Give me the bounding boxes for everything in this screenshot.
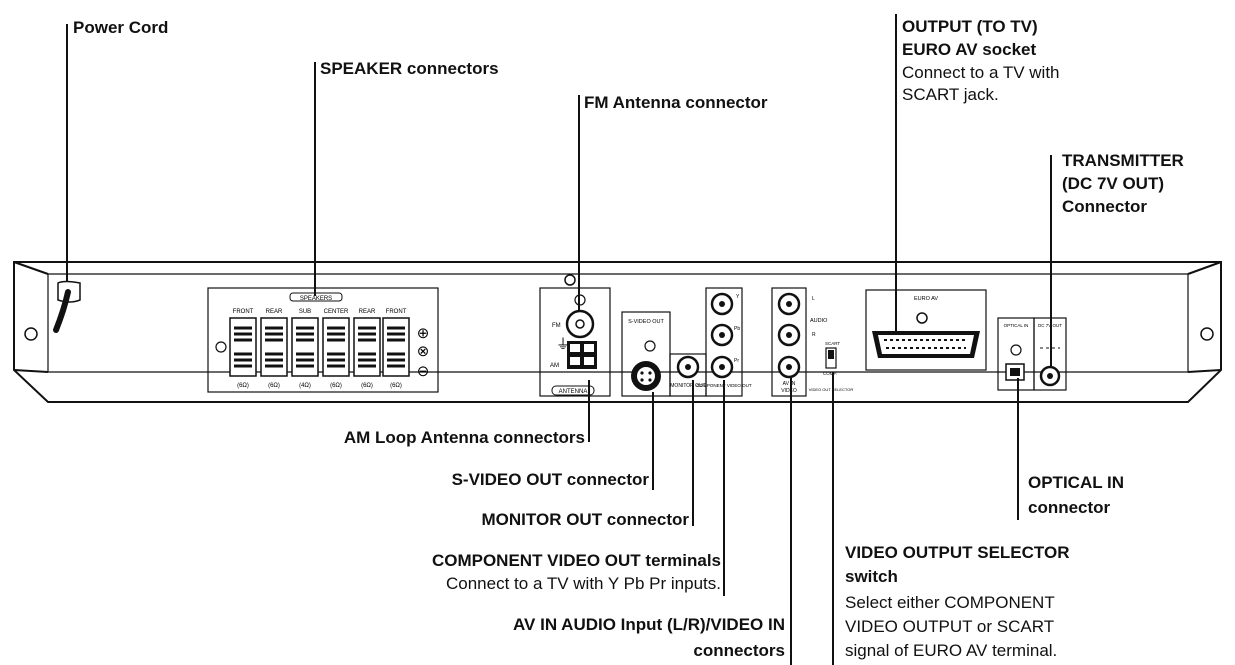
leader-av-in bbox=[790, 378, 792, 665]
label-optical-2: connector bbox=[1028, 498, 1111, 517]
label-output-subtitle: EURO AV socket bbox=[902, 40, 1037, 59]
svg-text:(6Ω): (6Ω) bbox=[361, 383, 373, 389]
label-av-in-1: AV IN AUDIO Input (L/R)/VIDEO IN bbox=[513, 615, 785, 634]
label-transmitter3: Connector bbox=[1062, 197, 1147, 216]
minus-symbol: ⊖ bbox=[417, 363, 430, 380]
speakers-label: SPEAKERS bbox=[300, 296, 332, 302]
ground-symbol: ⏚ bbox=[556, 336, 570, 352]
center-label: CENTER bbox=[324, 309, 349, 315]
svg-text:(6Ω): (6Ω) bbox=[268, 383, 280, 389]
leader-transmitter bbox=[1050, 155, 1052, 367]
plus-symbol: ⊕ bbox=[417, 325, 430, 342]
euro-av-panel-label: EURO AV bbox=[914, 296, 938, 302]
speaker-terminal-block: SPEAKERS FRONT REAR SUB CENTER REAR FRON… bbox=[207, 287, 439, 393]
euro-av-block: EURO AV bbox=[865, 289, 987, 371]
sub-label: SUB bbox=[299, 309, 311, 315]
leader-am bbox=[588, 380, 590, 442]
svg-text:(6Ω): (6Ω) bbox=[390, 383, 402, 389]
label-selector-desc3: signal of EURO AV terminal. bbox=[845, 641, 1058, 660]
optical-panel-label: OPTICAL IN bbox=[1004, 323, 1029, 328]
leader-component bbox=[723, 380, 725, 596]
antenna-label: ANTENNA bbox=[559, 389, 588, 395]
label-power-cord: Power Cord bbox=[73, 18, 169, 37]
label-output-desc2: SCART jack. bbox=[902, 85, 999, 104]
leader-selector bbox=[832, 372, 834, 665]
antenna-block: FM ⏚ AM ANTENNA bbox=[539, 287, 611, 397]
label-selector-desc1: Select either COMPONENT bbox=[845, 593, 1055, 612]
label-output-desc1: Connect to a TV with bbox=[902, 63, 1060, 82]
pb-label: Pb bbox=[734, 326, 740, 332]
rear-l-label: REAR bbox=[359, 309, 376, 315]
label-selector-2: switch bbox=[845, 567, 898, 586]
label-av-in-2: connectors bbox=[693, 641, 785, 660]
svideo-panel-label: S-VIDEO OUT bbox=[628, 319, 664, 325]
screw-symbol: ⊗ bbox=[417, 343, 430, 360]
leader-optical bbox=[1017, 378, 1019, 520]
fm-label: FM bbox=[552, 323, 561, 329]
pr-label: Pr bbox=[734, 358, 739, 364]
monitor-panel-label: MONITOR OUT bbox=[670, 383, 705, 389]
label-transmitter1: TRANSMITTER bbox=[1062, 151, 1184, 170]
svg-text:SCART: SCART bbox=[825, 341, 840, 346]
video-panel-label: VIDEO bbox=[781, 388, 797, 394]
chassis bbox=[13, 261, 1222, 403]
label-selector-desc2: VIDEO OUTPUT or SCART bbox=[845, 617, 1055, 636]
power-cord-graphic bbox=[53, 280, 81, 333]
selector-switch-graphic: SCART COMP. VIDEO OUT SELECTOR bbox=[809, 341, 854, 392]
label-am-loop: AM Loop Antenna connectors bbox=[343, 428, 585, 447]
av-in-block: L AUDIO R AV IN VIDEO bbox=[771, 287, 828, 397]
chassis-screws bbox=[24, 274, 1214, 341]
leader-euro-av bbox=[895, 14, 897, 332]
leader-svideo bbox=[652, 392, 654, 490]
audio-label: AUDIO bbox=[810, 318, 828, 324]
label-transmitter2: (DC 7V OUT) bbox=[1062, 174, 1164, 193]
label-speaker-connectors: SPEAKER connectors bbox=[320, 59, 499, 78]
selector-panel-label: VIDEO OUT SELECTOR bbox=[809, 387, 854, 392]
l-label: L bbox=[812, 296, 815, 302]
label-monitor-out: MONITOR OUT connector bbox=[481, 510, 689, 529]
svg-text:COMP.: COMP. bbox=[823, 371, 837, 376]
leader-speaker bbox=[314, 62, 316, 296]
svg-text:(4Ω): (4Ω) bbox=[299, 383, 311, 389]
label-component-desc: Connect to a TV with Y Pb Pr inputs. bbox=[446, 574, 721, 593]
front-r-label: FRONT bbox=[233, 309, 254, 315]
leader-power-cord bbox=[66, 24, 68, 282]
svg-text:(6Ω): (6Ω) bbox=[330, 383, 342, 389]
am-label: AM bbox=[550, 363, 559, 369]
rear-r-label: REAR bbox=[266, 309, 283, 315]
label-fm-antenna: FM Antenna connector bbox=[584, 93, 768, 112]
y-label: Y bbox=[736, 294, 740, 300]
leader-monitor bbox=[692, 380, 694, 526]
av-in-panel-label: AV IN bbox=[783, 381, 796, 387]
label-optical-1: OPTICAL IN bbox=[1028, 473, 1125, 492]
label-svideo-out: S-VIDEO OUT connector bbox=[451, 470, 649, 489]
label-output-title: OUTPUT (TO TV) bbox=[902, 17, 1038, 36]
label-selector-1: VIDEO OUTPUT SELECTOR bbox=[845, 543, 1070, 562]
front-l-label: FRONT bbox=[386, 309, 407, 315]
leader-fm bbox=[578, 95, 580, 311]
video-out-block: S-VIDEO OUT Y Pb Pr MONITOR OUT COMPONEN… bbox=[621, 287, 752, 397]
svg-text:(6Ω): (6Ω) bbox=[237, 383, 249, 389]
label-component-title: COMPONENT VIDEO OUT terminals bbox=[431, 551, 721, 570]
r-label: R bbox=[812, 332, 816, 338]
